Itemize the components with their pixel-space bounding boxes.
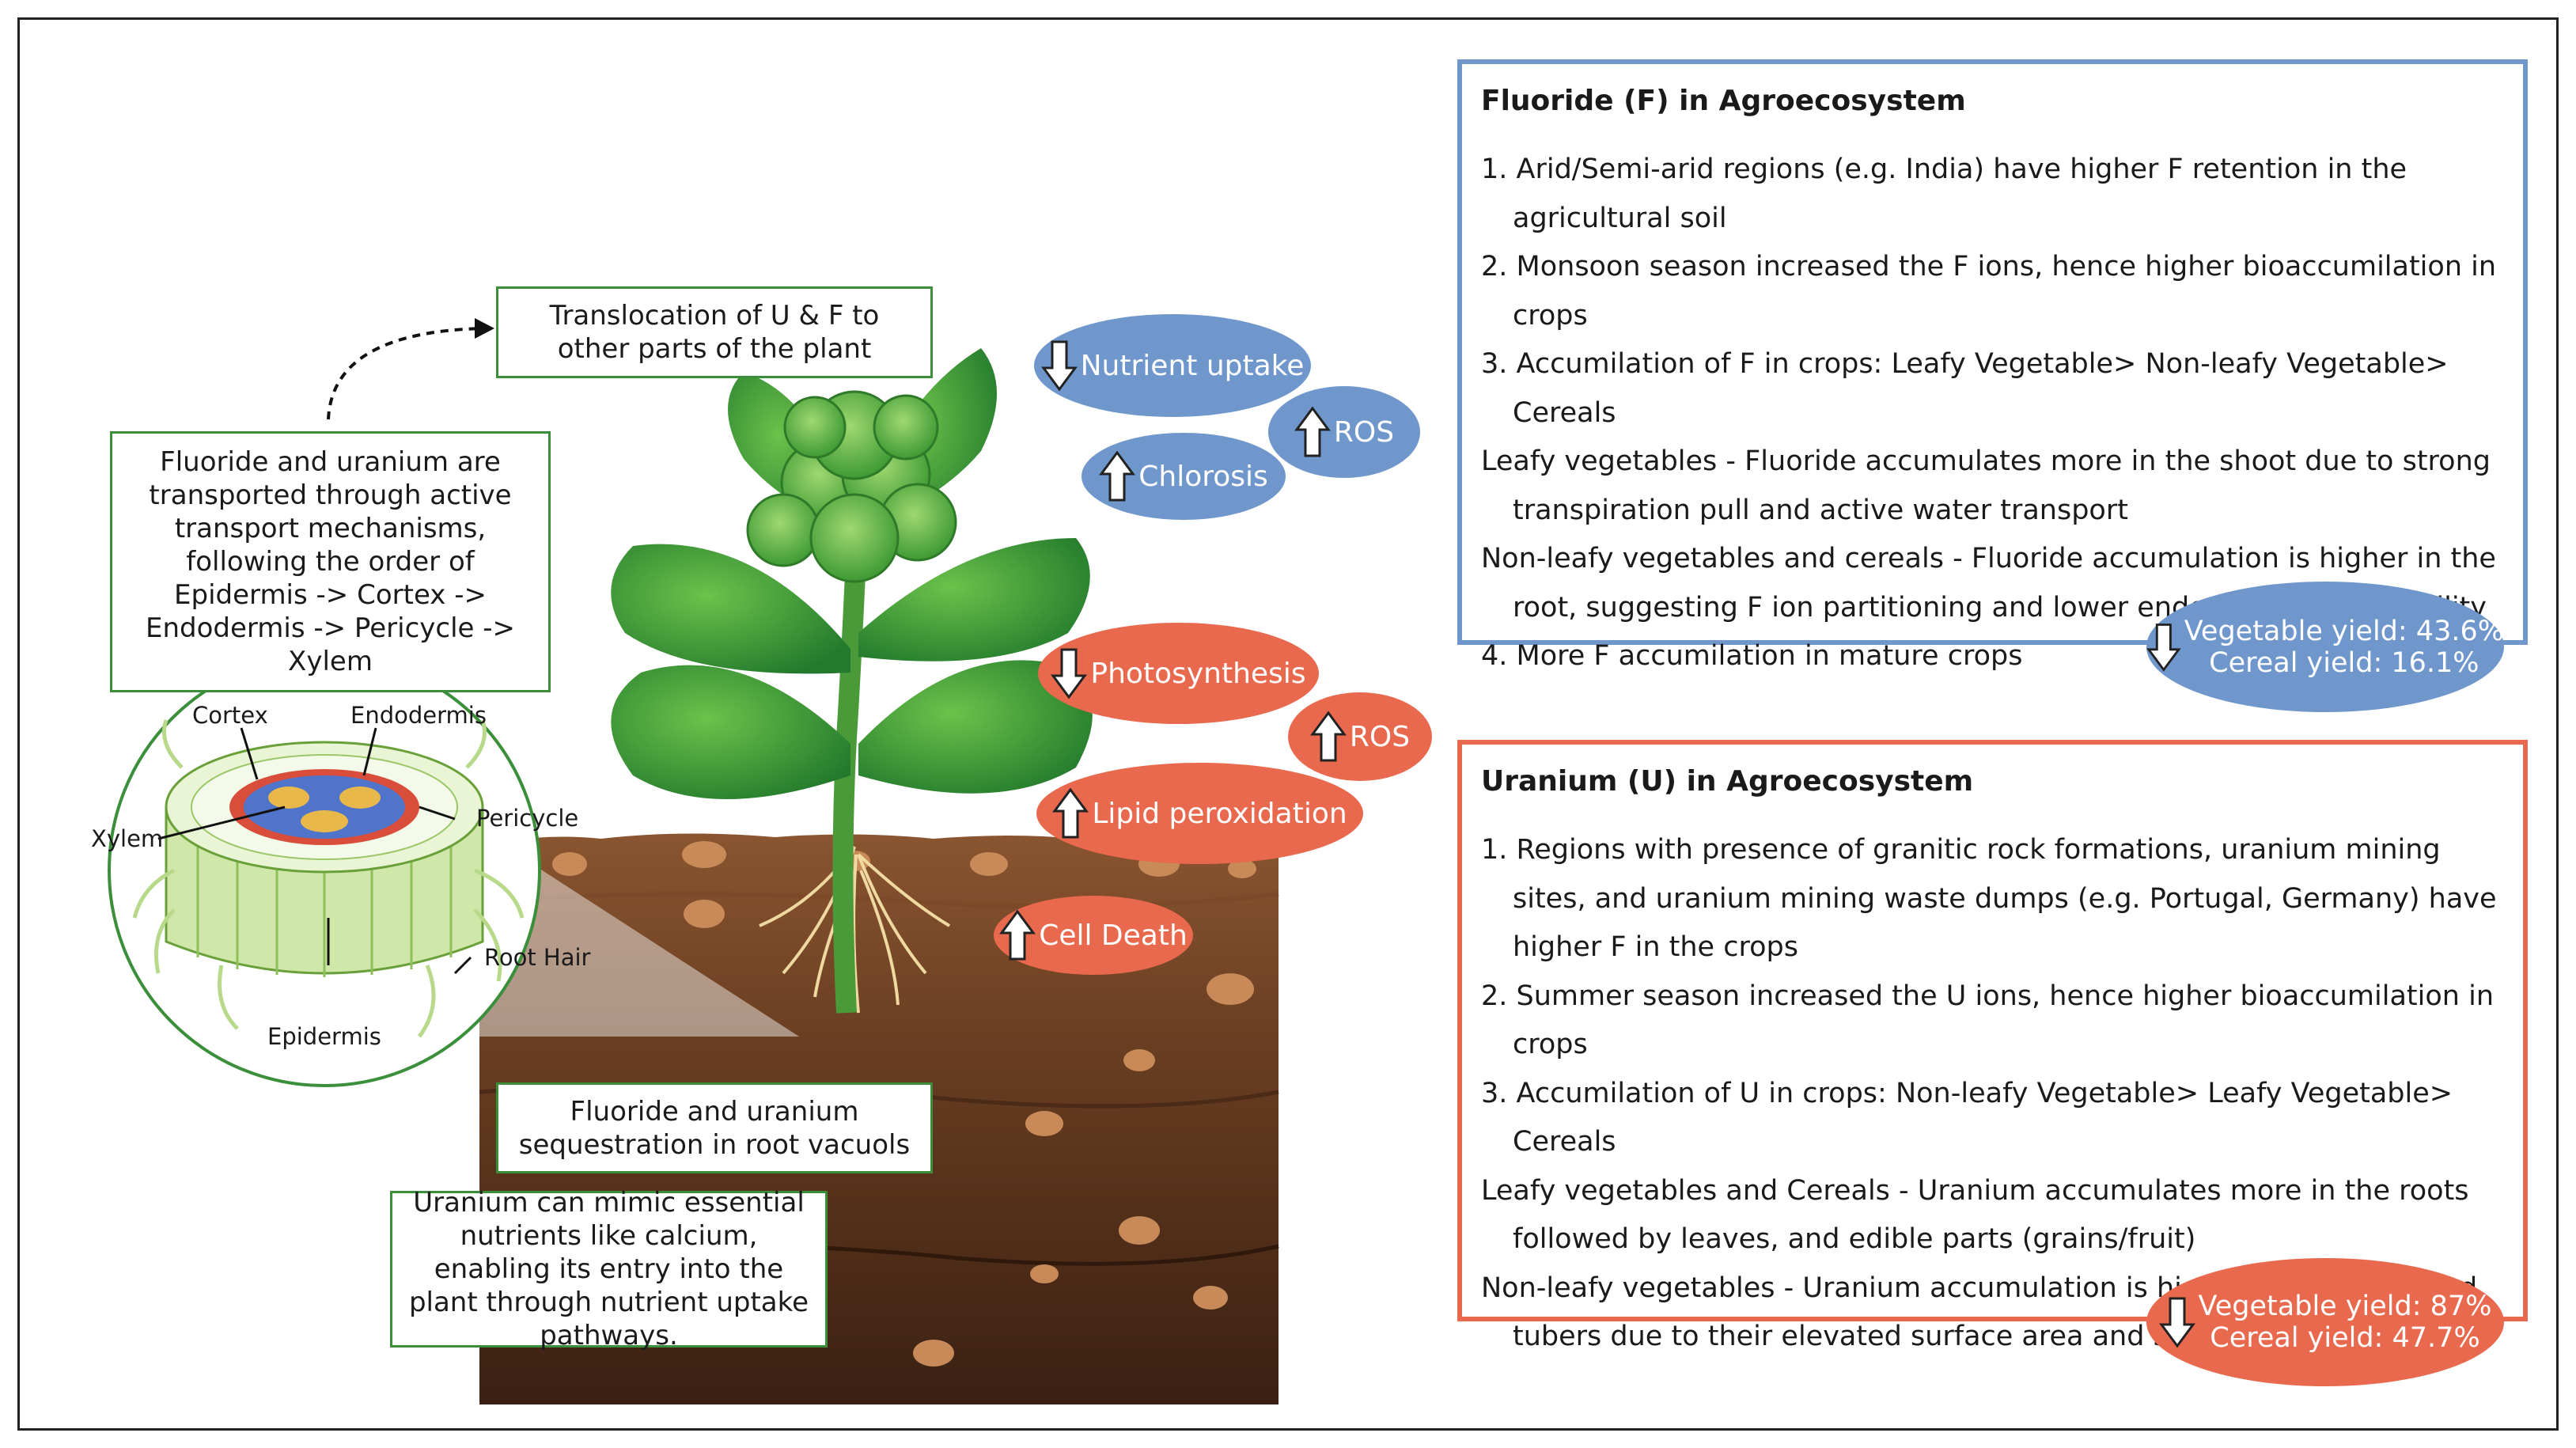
dashed-arrow-icon — [327, 318, 494, 420]
label-pericycle: Pericycle — [476, 805, 579, 832]
uranium-vegetable-yield: Vegetable yield: 87% — [2198, 1291, 2492, 1322]
uranium-panel: Uranium (U) in Agroecosystem 1. Regions … — [1457, 740, 2528, 1352]
uranium-item: 2. Summer season increased the U ions, h… — [1481, 980, 2494, 1061]
down-arrow-icon — [2158, 1297, 2195, 1348]
effect-chlorosis: Chlorosis — [1082, 433, 1286, 520]
uranium-yield-badge: Vegetable yield: 87% Cereal yield: 47.7% — [2146, 1258, 2504, 1386]
effect-nutrient-uptake: Nutrient uptake — [1034, 314, 1311, 417]
effect-ros-fluoride: ROS — [1268, 386, 1420, 478]
effect-label: Chlorosis — [1138, 460, 1268, 493]
label-epidermis: Epidermis — [267, 1023, 381, 1050]
label-endodermis: Endodermis — [350, 702, 487, 729]
fluoride-item: Leafy vegetables - Fluoride accumulates … — [1481, 445, 2491, 526]
translocation-box: Translocation of U & F to other parts of… — [496, 286, 933, 378]
label-cortex: Cortex — [192, 702, 268, 729]
effect-label: Photosynthesis — [1090, 657, 1306, 690]
fluoride-panel: Fluoride (F) in Agroecosystem 1. Arid/Se… — [1457, 59, 2528, 672]
uranium-item: Leafy vegetables and Cereals - Uranium a… — [1481, 1174, 2469, 1256]
down-arrow-icon — [1040, 340, 1078, 392]
up-arrow-icon — [999, 909, 1036, 961]
up-arrow-icon — [1309, 711, 1347, 762]
fluoride-yield-badge: Vegetable yield: 43.6% Cereal yield: 16.… — [2146, 582, 2504, 712]
effect-label: Lipid peroxidation — [1092, 797, 1347, 830]
figure-frame — [17, 17, 2559, 1431]
effect-label: ROS — [1349, 720, 1411, 753]
effect-cell-death: Cell Death — [994, 896, 1193, 975]
zoom-beam — [475, 839, 799, 1037]
effect-label: ROS — [1333, 415, 1395, 449]
effect-label: Nutrient uptake — [1080, 349, 1305, 382]
effect-photosynthesis: Photosynthesis — [1038, 623, 1319, 724]
fluoride-item: 1. Arid/Semi-arid regions (e.g. India) h… — [1481, 154, 2407, 234]
effect-label: Cell Death — [1039, 919, 1188, 952]
fluoride-panel-title: Fluoride (F) in Agroecosystem — [1481, 85, 1966, 117]
up-arrow-icon — [1294, 406, 1331, 457]
sequestration-box: Fluoride and uranium sequestration in ro… — [496, 1082, 933, 1173]
uranium-item: 3. Accumilation of U in crops: Non-leafy… — [1481, 1077, 2453, 1158]
label-root-hair: Root Hair — [484, 944, 591, 971]
down-arrow-icon — [2146, 623, 2181, 672]
fluoride-vegetable-yield: Vegetable yield: 43.6% — [2184, 615, 2504, 647]
roots — [759, 845, 951, 1014]
down-arrow-icon — [1051, 648, 1088, 699]
fluoride-item: 4. More F accumilation in mature crops — [1481, 640, 2023, 672]
fluoride-item: 3. Accumilation of F in crops: Leafy Veg… — [1481, 348, 2449, 429]
uranium-cereal-yield: Cereal yield: 47.7% — [2210, 1322, 2480, 1354]
effect-lipid-peroxidation: Lipid peroxidation — [1036, 763, 1363, 864]
mimic-box: Uranium can mimic essential nutrients li… — [390, 1187, 828, 1351]
effect-ros-uranium: ROS — [1288, 692, 1432, 781]
root-cross-section — [108, 654, 541, 1087]
transport-box: Fluoride and uranium are transported thr… — [110, 431, 551, 692]
broccoli-head — [746, 390, 957, 583]
up-arrow-icon — [1099, 450, 1136, 502]
uranium-panel-title: Uranium (U) in Agroecosystem — [1481, 765, 1974, 798]
fluoride-item: 2. Monsoon season increased the F ions, … — [1481, 251, 2497, 332]
up-arrow-icon — [1052, 787, 1089, 839]
fluoride-cereal-yield: Cereal yield: 16.1% — [2209, 646, 2479, 679]
uranium-item: 1. Regions with presence of granitic roc… — [1481, 834, 2497, 963]
label-xylem: Xylem — [91, 825, 164, 852]
